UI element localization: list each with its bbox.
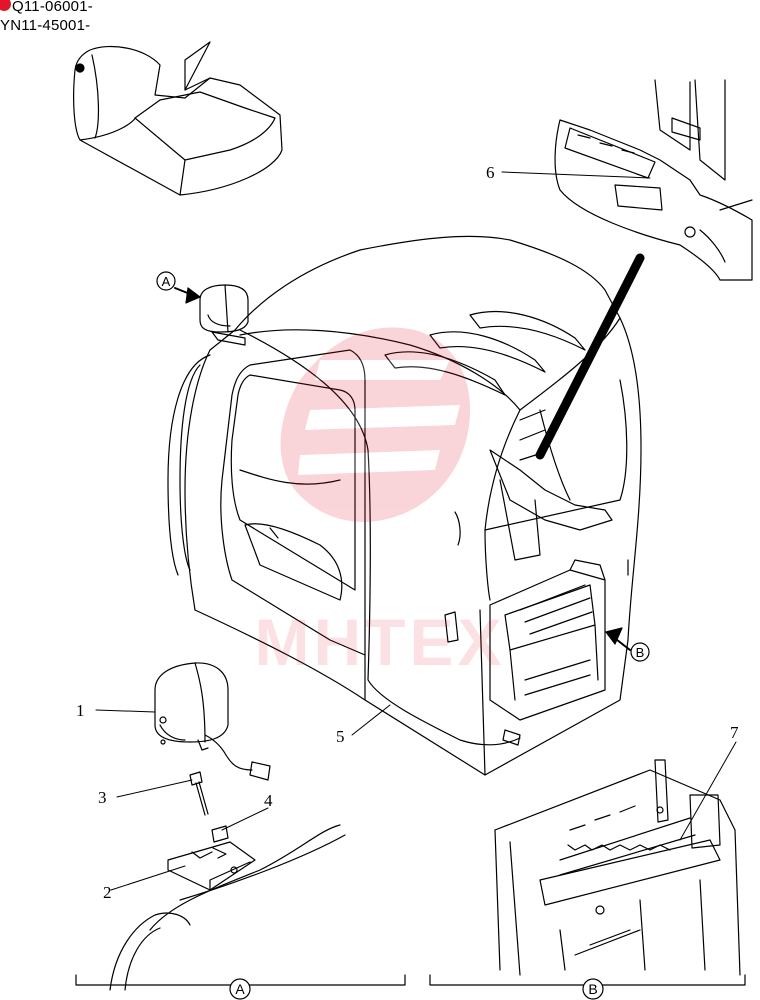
callout-3: 3: [98, 788, 107, 807]
view-marker-b-cab: B: [630, 642, 650, 662]
serial-number-2: YN11-45001-: [0, 17, 91, 34]
callout-1: 1: [76, 701, 85, 720]
callout-5: 5: [336, 727, 345, 746]
svg-text:B: B: [588, 981, 597, 997]
view-marker-a-detail: A: [229, 978, 251, 1000]
callout-7: 7: [730, 723, 739, 742]
svg-text:A: A: [235, 981, 245, 997]
detail-b-controller: [494, 759, 741, 976]
harness-connector: [502, 729, 521, 746]
detail-a-bracket: [167, 841, 256, 891]
watermark-logo: [280, 327, 470, 522]
detail-a-nut: [211, 825, 229, 843]
arrow-b-head: [605, 627, 623, 645]
leader-lines: [95, 171, 737, 891]
svg-text:B: B: [636, 645, 645, 660]
detail-a-lamp: [154, 662, 271, 781]
svg-text:A: A: [162, 274, 171, 289]
arrow-a-head: [185, 287, 201, 304]
seat-inset: [73, 41, 283, 196]
cab-interior: [489, 409, 613, 561]
serial-number-1: Q11-06001-: [12, 0, 93, 15]
cab-body: [167, 235, 642, 776]
view-marker-b-detail: B: [582, 978, 604, 1000]
callout-4: 4: [264, 791, 273, 810]
inset-pointer: [535, 253, 645, 460]
controller-box: [489, 559, 606, 721]
callout-6: 6: [486, 163, 495, 182]
callout-2: 2: [103, 883, 112, 902]
view-marker-a-roof: A: [156, 271, 176, 291]
status-dot: [0, 0, 11, 11]
detail-a-roof: [109, 824, 346, 991]
harness-wire: [239, 329, 521, 746]
callout-labels: 1 2 3 4 5 6 7: [76, 163, 739, 902]
watermark-text: MHTEX: [255, 605, 506, 679]
detail-a-bolt: [189, 771, 209, 816]
control-panel-inset: [554, 79, 753, 281]
beacon-lamp-roof: [199, 284, 249, 346]
